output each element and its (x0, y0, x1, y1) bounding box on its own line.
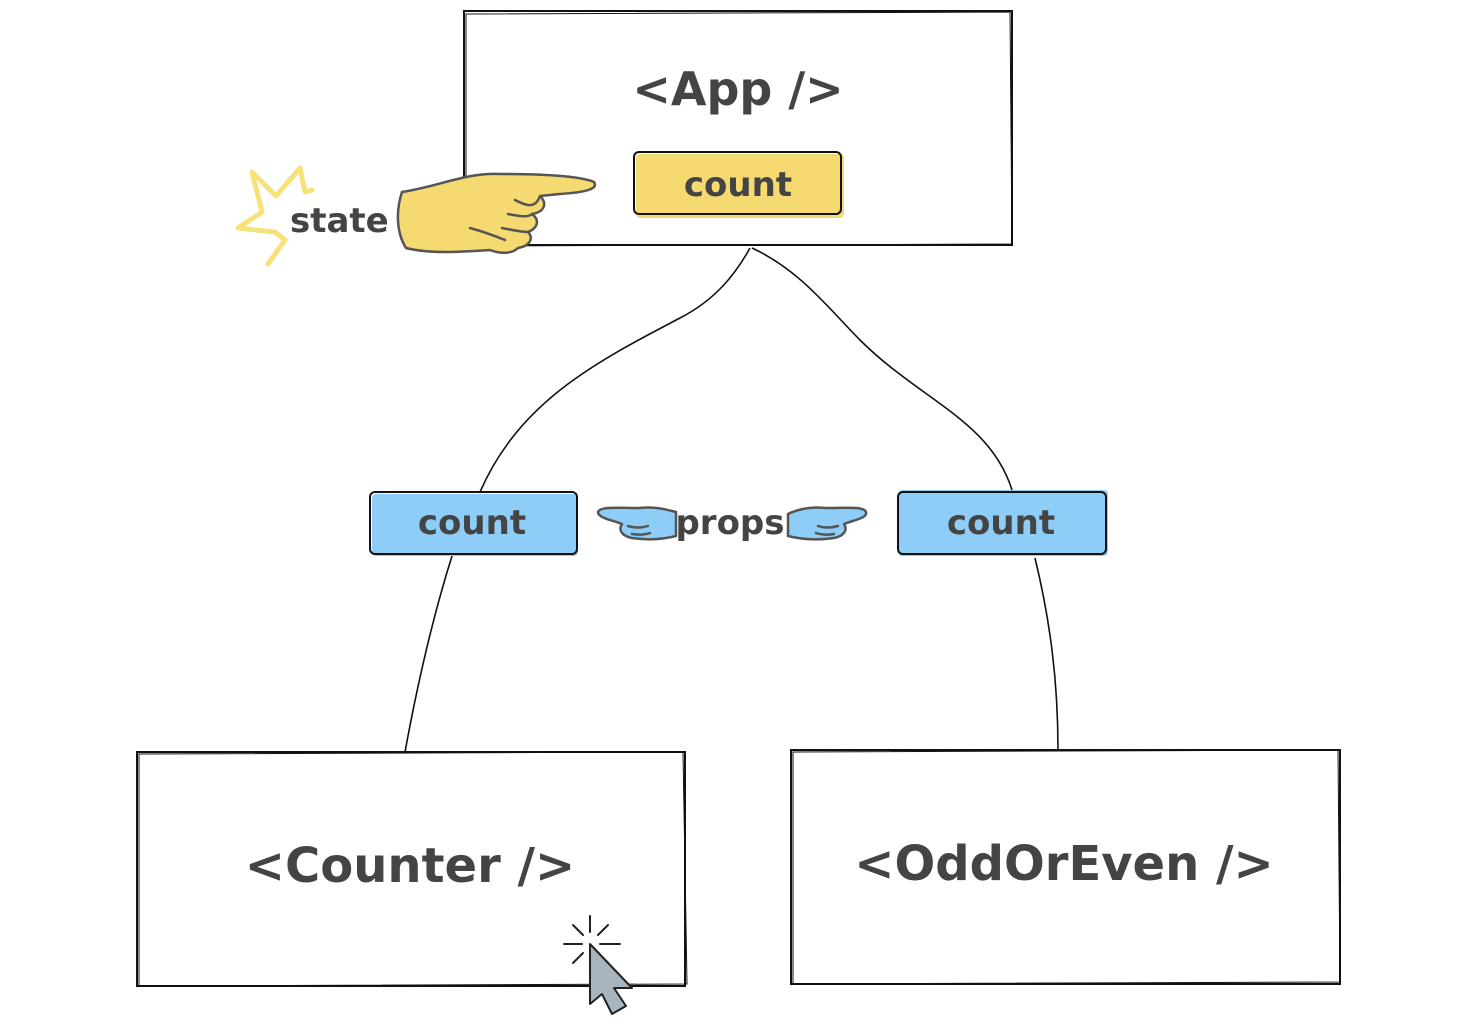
oddoreven-label: <OddOrEven /> (854, 836, 1273, 892)
edge-right-prop-to-oddoreven (1034, 557, 1059, 751)
counter-label: <Counter /> (245, 838, 575, 894)
props-label: props (675, 503, 784, 543)
state-count-pill[interactable]: count (633, 151, 844, 218)
oddoreven-box-sketch (792, 749, 1341, 985)
pointing-hand-left-icon (596, 506, 678, 541)
right-pill-outline (897, 491, 1107, 555)
left-pill-fill (372, 494, 578, 556)
state-variable-label: count (684, 165, 792, 205)
pointing-hand-icon (396, 172, 597, 254)
click-sparkle-icon (563, 915, 621, 964)
app-label: <App /> (632, 62, 843, 116)
counter-box-sketch (138, 751, 688, 987)
oddoreven-node[interactable]: <OddOrEven /> (790, 749, 1341, 985)
pointing-hand-right-icon (786, 506, 868, 541)
right-props-count-pill[interactable]: count (897, 490, 1108, 556)
edge-app-to-right-prop (751, 247, 1013, 491)
left-props-count-pill[interactable]: count (369, 491, 578, 556)
counter-node[interactable]: <Counter /> (136, 751, 688, 987)
edge-left-prop-to-counter (404, 555, 453, 753)
state-pill-outline (633, 151, 842, 215)
left-pill-outline (369, 491, 578, 555)
state-label: state (290, 201, 389, 241)
burst-icon (235, 165, 315, 267)
edge-app-to-left-prop (479, 247, 751, 493)
right-pill-fill (898, 490, 1108, 556)
left-props-variable-label: count (418, 503, 526, 543)
app-box-sketch (465, 11, 1013, 247)
state-pill-fill (636, 154, 844, 218)
right-props-variable-label: count (947, 503, 1055, 543)
state-annotation: state (235, 165, 389, 267)
click-cursor-icon (563, 915, 633, 1015)
oddoreven-box (790, 749, 1341, 985)
edges (404, 247, 1059, 753)
